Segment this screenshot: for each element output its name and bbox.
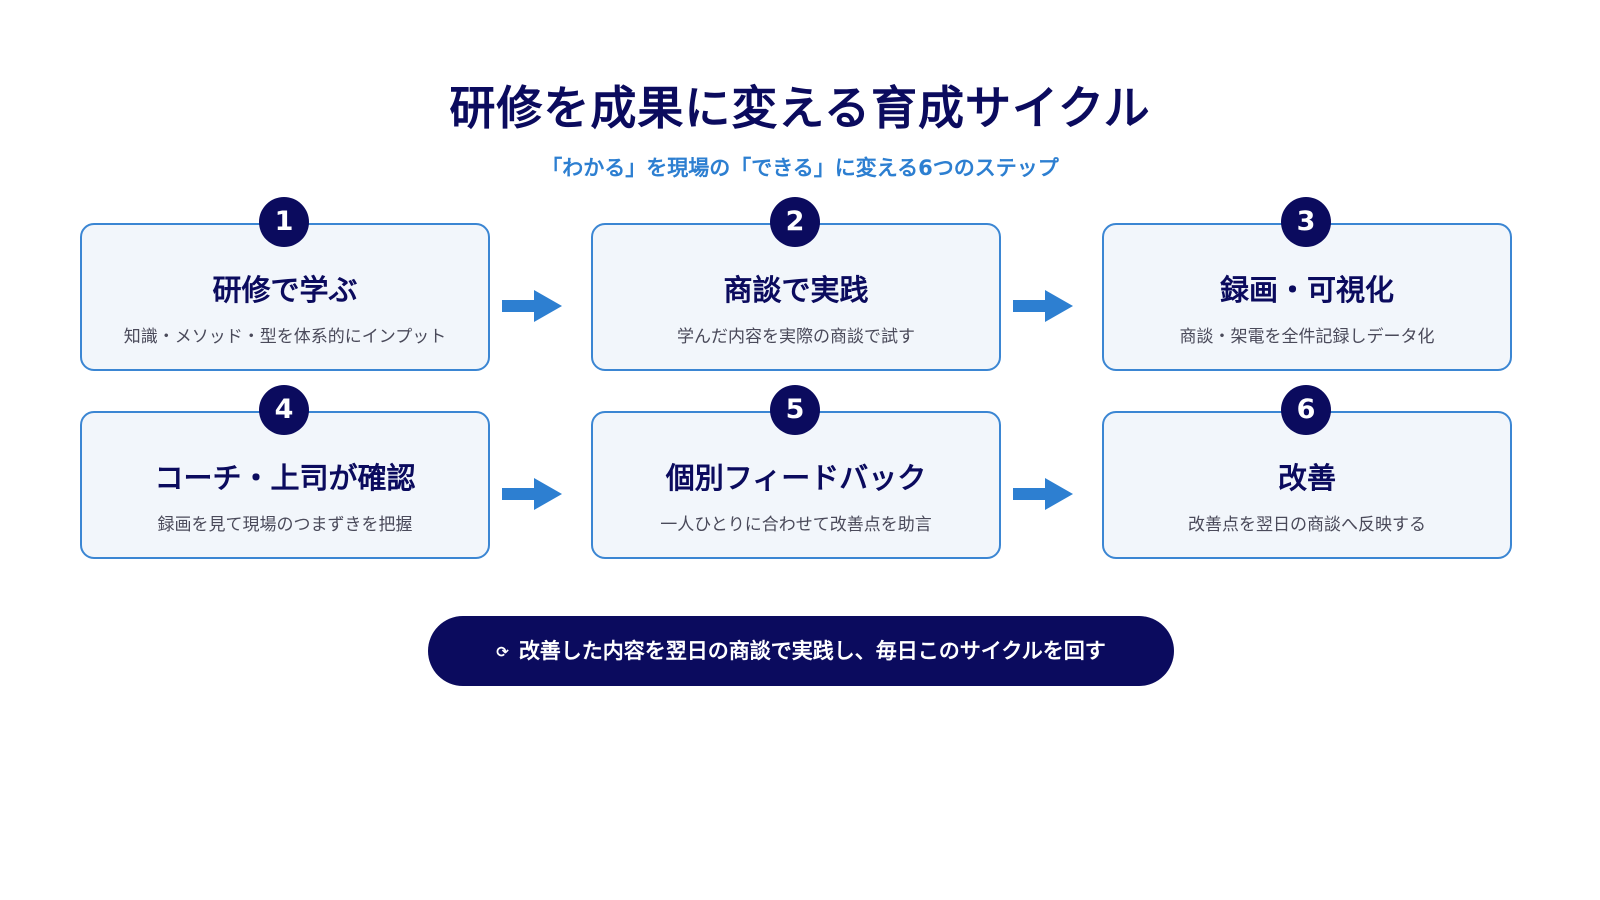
cycle-summary-text: 改善した内容を翌日の商談で実践し、毎日このサイクルを回す xyxy=(518,639,1106,663)
step-card-4: 4 コーチ・上司が確認 録画を見て現場のつまずきを把握 xyxy=(80,385,490,559)
step-description: 商談・架電を全件記録しデータ化 xyxy=(1179,327,1435,347)
cycle-icon: ⟳ xyxy=(496,643,509,661)
step-number-badge: 3 xyxy=(1281,197,1331,247)
page-subtitle: 「わかる」を現場の「できる」に変える6つのステップ xyxy=(541,156,1059,180)
step-description: 知識・メソッド・型を体系的にインプット xyxy=(123,327,447,347)
step-number-badge: 1 xyxy=(259,197,309,247)
step-card-5: 5 個別フィードバック 一人ひとりに合わせて改善点を助言 xyxy=(591,385,1001,559)
step-title: 個別フィードバック xyxy=(665,461,927,495)
step-title: 録画・可視化 xyxy=(1219,273,1394,307)
step-number-badge: 5 xyxy=(770,385,820,435)
step-number-badge: 6 xyxy=(1281,385,1331,435)
cycle-summary-banner: ⟳ 改善した内容を翌日の商談で実践し、毎日このサイクルを回す xyxy=(428,616,1174,686)
arrow-right-icon xyxy=(502,478,562,510)
step-title: 商談で実践 xyxy=(723,273,869,307)
step-title: コーチ・上司が確認 xyxy=(154,461,416,495)
arrow-right-icon xyxy=(502,290,562,322)
step-card-1: 1 研修で学ぶ 知識・メソッド・型を体系的にインプット xyxy=(80,197,490,371)
step-number-badge: 4 xyxy=(259,385,309,435)
step-description: 一人ひとりに合わせて改善点を助言 xyxy=(660,515,932,535)
arrow-right-icon xyxy=(1013,478,1073,510)
step-description: 改善点を翌日の商談へ反映する xyxy=(1188,515,1426,535)
step-description: 学んだ内容を実際の商談で試す xyxy=(677,327,915,347)
arrow-right-icon xyxy=(1013,290,1073,322)
step-description: 録画を見て現場のつまずきを把握 xyxy=(157,515,413,535)
step-number-badge: 2 xyxy=(770,197,820,247)
step-title: 研修で学ぶ xyxy=(212,273,358,307)
step-card-3: 3 録画・可視化 商談・架電を全件記録しデータ化 xyxy=(1102,197,1512,371)
step-card-2: 2 商談で実践 学んだ内容を実際の商談で試す xyxy=(591,197,1001,371)
page-title: 研修を成果に変える育成サイクル xyxy=(449,81,1151,135)
step-title: 改善 xyxy=(1277,461,1336,495)
step-card-6: 6 改善 改善点を翌日の商談へ反映する xyxy=(1102,385,1512,559)
